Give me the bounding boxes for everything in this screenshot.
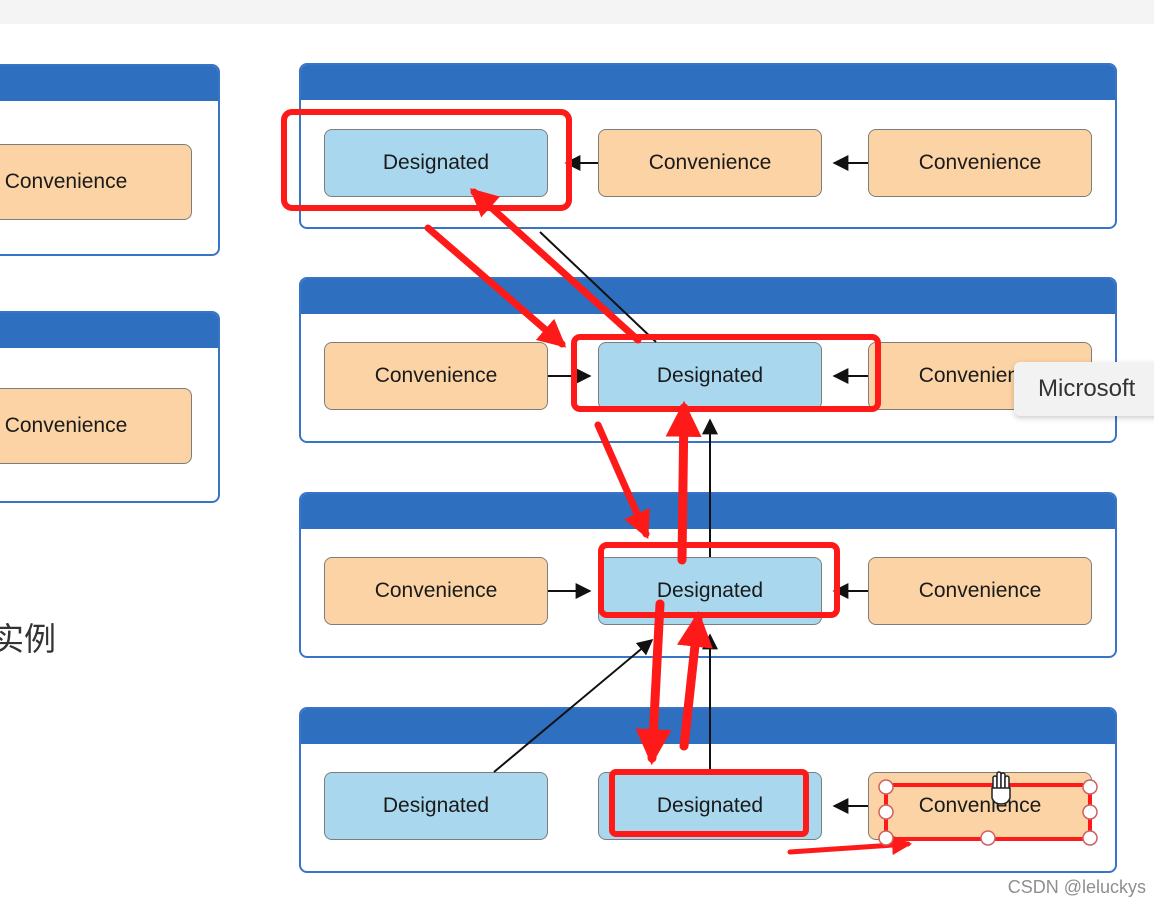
tooltip: Microsoft xyxy=(1014,362,1154,416)
panel-header xyxy=(301,279,1115,314)
convenience-node-row2-left: Convenience xyxy=(324,342,548,410)
designated-node-row1: Designated xyxy=(324,129,548,197)
panel-header xyxy=(301,65,1115,100)
left-panel-1: Convenience xyxy=(0,64,220,256)
designated-node-row2: Designated xyxy=(598,342,822,410)
panel-header xyxy=(301,709,1115,744)
convenience-node: Convenience xyxy=(0,388,192,464)
convenience-node-row3-left: Convenience xyxy=(324,557,548,625)
designated-node-row4-mid: Designated xyxy=(598,772,822,840)
designated-node-row3: Designated xyxy=(598,557,822,625)
panel-header xyxy=(301,494,1115,529)
convenience-node: Convenience xyxy=(0,144,192,220)
watermark: CSDN @leluckys xyxy=(1007,877,1146,897)
convenience-node-row4-right: Convenience xyxy=(868,772,1092,840)
panel-header xyxy=(0,66,218,101)
convenience-node-row1-right: Convenience xyxy=(868,129,1092,197)
convenience-node-row1-mid: Convenience xyxy=(598,129,822,197)
top-strip xyxy=(0,0,1154,24)
side-caption: 实例 xyxy=(0,621,57,657)
panel-header xyxy=(0,313,218,348)
convenience-node-row3-right: Convenience xyxy=(868,557,1092,625)
tooltip-text: Microsoft xyxy=(1038,375,1136,402)
left-panel-2: Convenience xyxy=(0,311,220,503)
designated-node-row4-left: Designated xyxy=(324,772,548,840)
